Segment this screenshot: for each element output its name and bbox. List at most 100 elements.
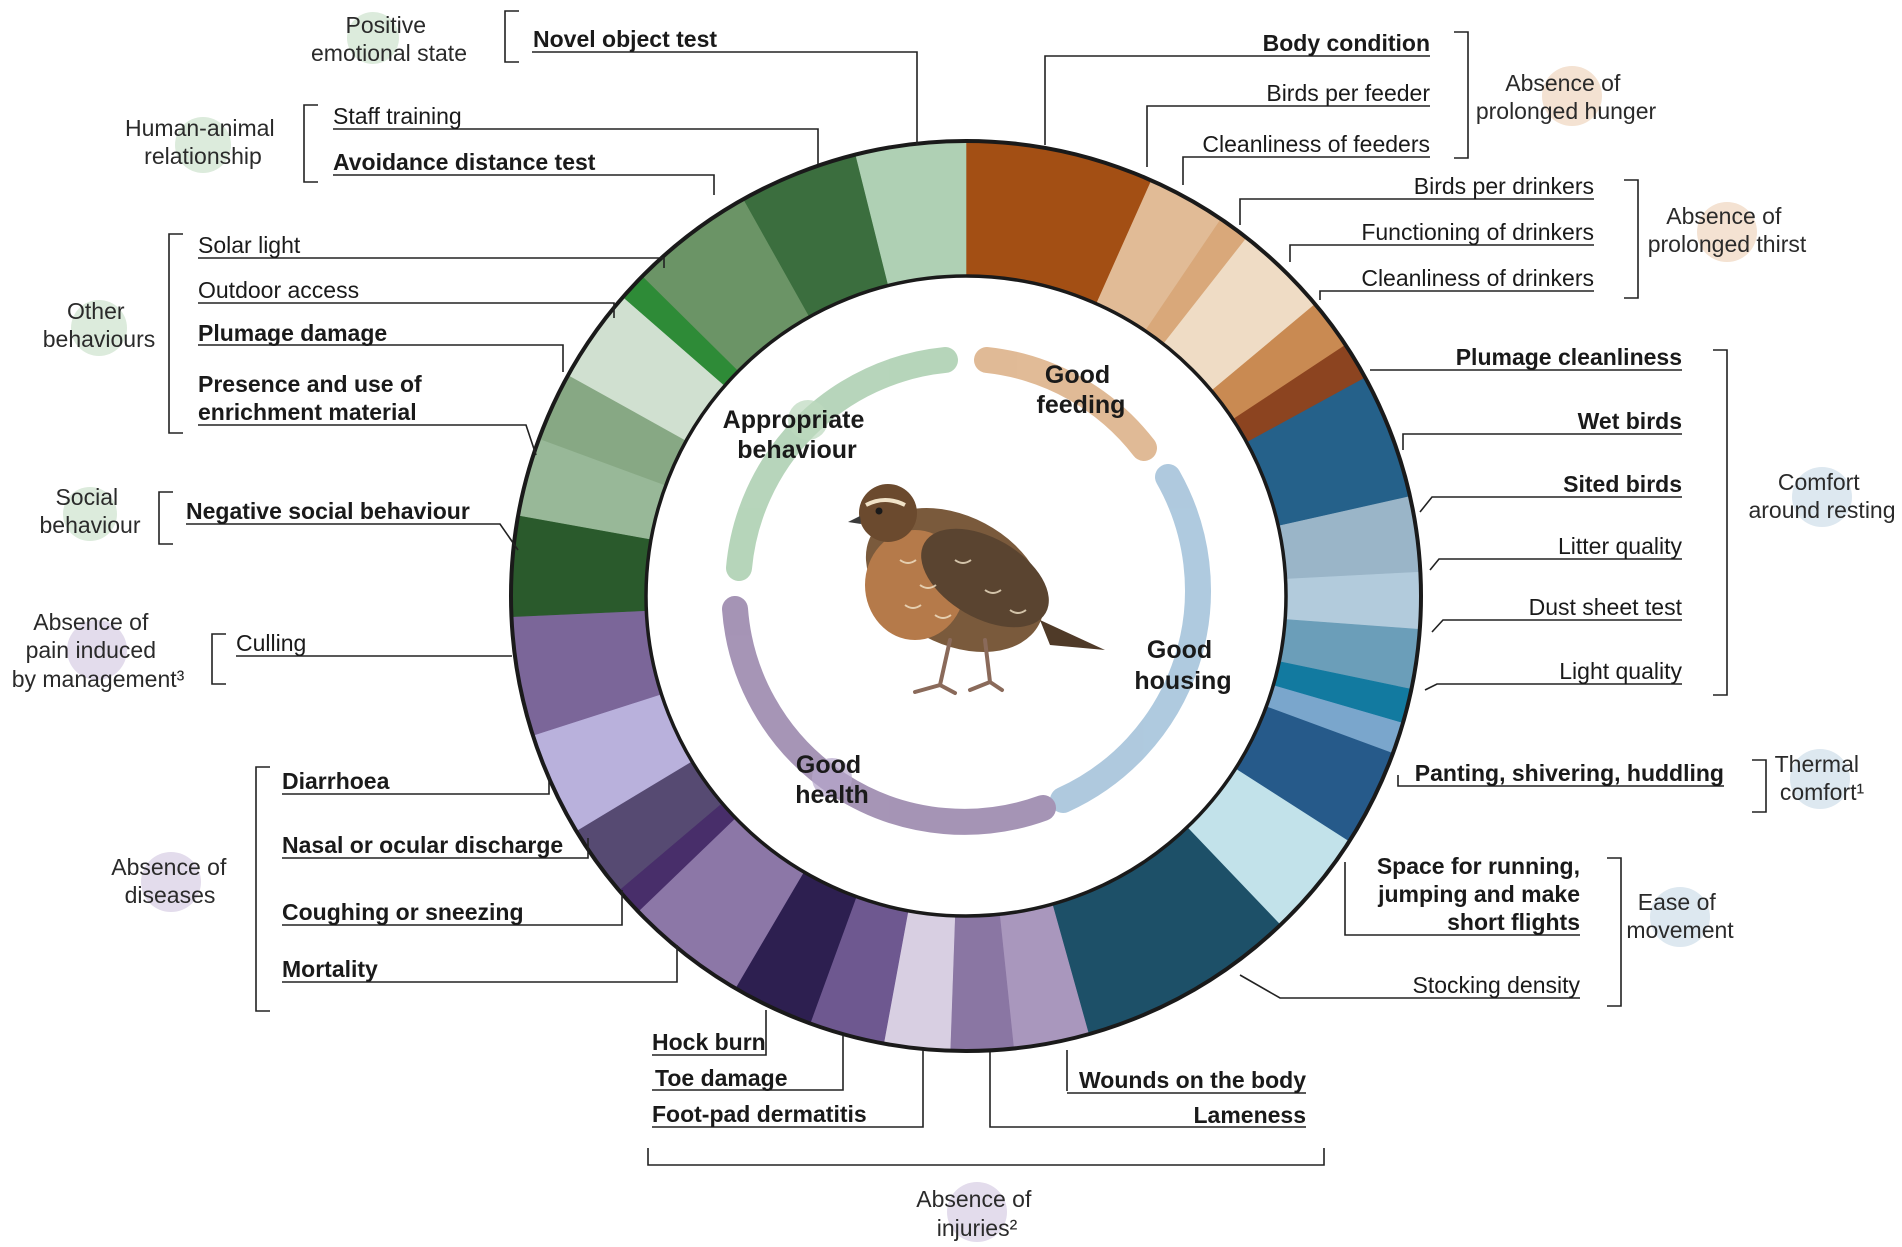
criterion-positive-emotional-state: Positive emotional state	[311, 12, 467, 66]
criterion-line: Absence of	[1666, 203, 1782, 229]
measure-functioning-drinkers: Functioning of drinkers	[1361, 219, 1594, 245]
criterion-line: relationship	[144, 143, 262, 169]
measure-plumage-damage: Plumage damage	[198, 320, 387, 346]
outer-ring-border	[509, 139, 1423, 1053]
measure-negative-social-behaviour: Negative social behaviour	[186, 498, 470, 524]
quail-wing	[921, 528, 1049, 628]
criterion-line: injuries²	[937, 1215, 1018, 1241]
criterion-line: Absence of	[33, 609, 149, 635]
criterion-line: prolonged thirst	[1648, 231, 1807, 257]
principle-good-health: Good health	[795, 751, 869, 809]
measure-hock-burn: Hock burn	[652, 1029, 766, 1055]
criterion-line: Absence of	[111, 854, 227, 880]
measure-panting-shivering-huddling: Panting, shivering, huddling	[1415, 760, 1724, 786]
criterion-absence-diseases: Absence of diseases	[111, 854, 232, 908]
criterion-absence-thirst: Absence of prolonged thirst	[1648, 203, 1807, 257]
measure-cleanliness-drinkers: Cleanliness of drinkers	[1361, 265, 1594, 291]
measure-avoidance-distance-test: Avoidance distance test	[333, 149, 596, 175]
measure-space-line-3: short flights	[1447, 909, 1580, 935]
bubble	[71, 300, 127, 356]
bubble	[1792, 467, 1852, 527]
criterion-absence-pain-management: Absence of pain induced by management³	[12, 609, 185, 692]
measure-birds-per-feeder: Birds per feeder	[1266, 80, 1430, 106]
measure-dust-sheet-test: Dust sheet test	[1529, 594, 1683, 620]
bubble	[1790, 749, 1850, 809]
criterion-ease-movement: Ease of movement	[1626, 889, 1734, 943]
criterion-line: Comfort	[1778, 469, 1860, 495]
measure-nasal-ocular-discharge: Nasal or ocular discharge	[282, 832, 563, 858]
quail-head	[859, 484, 917, 542]
quail-legs	[913, 638, 1004, 695]
bubble	[1697, 202, 1757, 262]
measure-enrichment-line-1: Presence and use of	[198, 371, 422, 397]
principle-good-housing: Good housing	[1134, 636, 1231, 695]
criterion-line: behaviour	[39, 512, 140, 538]
quail-face-stripe	[865, 498, 906, 507]
leader-lines	[186, 51, 1724, 1128]
measure-wounds-body: Wounds on the body	[1079, 1067, 1306, 1093]
criterion-other-behaviours: Other behaviours	[43, 298, 156, 352]
criterion-line: Positive	[346, 12, 427, 38]
measure-space-line-2: jumping and make	[1377, 881, 1580, 907]
bubble	[67, 620, 127, 680]
criterion-line: Human-animal	[125, 115, 275, 141]
principle-line: Good	[1147, 636, 1212, 664]
criterion-comfort-resting: Comfort around resting	[1748, 469, 1895, 523]
criterion-line: around resting	[1748, 497, 1895, 523]
quail-eye	[875, 507, 883, 515]
bubble	[812, 758, 852, 798]
measure-staff-training: Staff training	[333, 103, 462, 129]
measure-coughing-sneezing: Coughing or sneezing	[282, 899, 524, 925]
criterion-line: by management³	[12, 666, 185, 692]
bubble	[347, 12, 399, 64]
quail-tail	[1040, 620, 1105, 650]
criterion-line: Absence of	[1505, 70, 1621, 96]
principle-labels: Appropriate behaviour Good feeding Good …	[723, 361, 1232, 809]
measure-cleanliness-feeders: Cleanliness of feeders	[1202, 131, 1430, 157]
criterion-line: diseases	[125, 882, 216, 908]
criterion-line: Other	[67, 298, 125, 324]
measure-culling: Culling	[236, 630, 306, 656]
arc-good-housing	[1050, 464, 1211, 813]
criteria-labels: Positive emotional state Human-animal re…	[12, 12, 1896, 1242]
measure-birds-per-drinkers: Birds per drinkers	[1414, 173, 1594, 199]
principle-line: housing	[1134, 667, 1231, 695]
measure-labels: Novel object test Staff training Avoidan…	[186, 26, 1724, 1128]
bubble	[63, 487, 117, 541]
measure-body-condition: Body condition	[1263, 30, 1430, 56]
measure-lameness: Lameness	[1193, 1102, 1306, 1128]
outer-ring	[510, 140, 1422, 1052]
criterion-line: movement	[1626, 917, 1734, 943]
measure-mortality: Mortality	[282, 956, 378, 982]
principle-appropriate-behaviour: Appropriate behaviour	[723, 406, 872, 464]
measure-light-quality: Light quality	[1559, 658, 1682, 684]
principle-line: Good	[796, 751, 861, 779]
arc-good-feeding	[974, 347, 1157, 461]
criterion-brackets	[158, 10, 1767, 1166]
criterion-line: emotional state	[311, 40, 467, 66]
measure-stocking-density: Stocking density	[1413, 972, 1581, 998]
measure-outdoor-access: Outdoor access	[198, 277, 359, 303]
measure-novel-object-test: Novel object test	[533, 26, 717, 52]
bubble	[788, 400, 828, 440]
bubble	[1650, 887, 1710, 947]
measure-litter-quality: Litter quality	[1558, 533, 1683, 559]
criterion-line: Ease of	[1638, 889, 1717, 915]
measure-wet-birds: Wet birds	[1578, 408, 1682, 434]
criterion-line: Social	[55, 484, 118, 510]
principle-line: Appropriate	[723, 406, 865, 434]
criterion-social-behaviour: Social behaviour	[39, 484, 140, 538]
measure-diarrhoea: Diarrhoea	[282, 768, 390, 794]
quail-beak	[848, 516, 861, 524]
criterion-line: pain induced	[26, 637, 156, 663]
principle-line: behaviour	[737, 436, 857, 464]
quail-scales	[899, 559, 1027, 619]
measure-space-line-1: Space for running,	[1377, 853, 1580, 879]
bubble	[1542, 66, 1602, 126]
criterion-thermal-comfort: Thermal comfort¹	[1775, 751, 1866, 805]
measure-sited-birds: Sited birds	[1563, 471, 1682, 497]
bubble	[175, 117, 231, 173]
criterion-line: prolonged hunger	[1476, 98, 1657, 124]
bubble	[141, 852, 201, 912]
